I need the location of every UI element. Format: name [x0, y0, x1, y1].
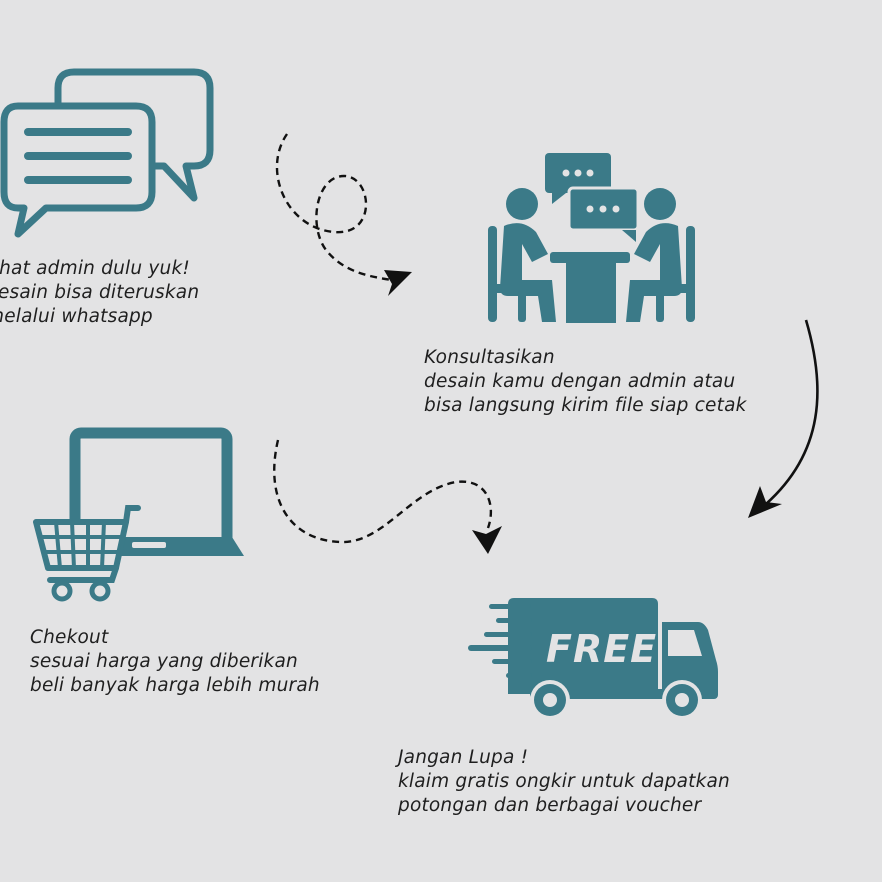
caption-line: klaim gratis ongkir untuk dapatkan	[398, 771, 730, 792]
laptop-cart-icon	[33, 427, 244, 602]
caption-line: sesuai harga yang diberikan	[30, 651, 298, 672]
step-consult-caption: Konsultasikan desain kamu dengan admin a…	[424, 346, 747, 418]
caption-line: desain kamu dengan admin atau	[424, 371, 736, 392]
caption-line: potongan dan berbagai voucher	[398, 795, 702, 816]
caption-line: Chat admin dulu yuk!	[0, 258, 190, 279]
delivery-truck-icon: FREE	[468, 598, 718, 720]
step-checkout-caption: Chekout sesuai harga yang diberikan beli…	[30, 626, 320, 698]
caption-line: beli banyak harga lebih murah	[30, 675, 320, 696]
arrow-chat-to-consult	[275, 133, 412, 296]
caption-line: Jangan Lupa !	[398, 747, 529, 768]
caption-line: melalui whatsapp	[0, 306, 153, 327]
caption-line: Konsultasikan	[424, 347, 555, 368]
caption-line: bisa langsung kirim file siap cetak	[424, 395, 747, 416]
caption-line: Chekout	[30, 627, 109, 648]
arrow-checkout-to-free	[273, 439, 502, 554]
truck-free-label: FREE	[546, 627, 657, 671]
caption-line: desain bisa diteruskan	[0, 282, 200, 303]
arrow-consult-to-free	[748, 319, 819, 518]
step-chat-caption: Chat admin dulu yuk! desain bisa diterus…	[0, 257, 199, 329]
chat-bubbles-icon	[0, 68, 214, 238]
step-free-shipping-caption: Jangan Lupa ! klaim gratis ongkir untuk …	[398, 746, 730, 818]
consultation-meeting-icon	[488, 153, 695, 323]
